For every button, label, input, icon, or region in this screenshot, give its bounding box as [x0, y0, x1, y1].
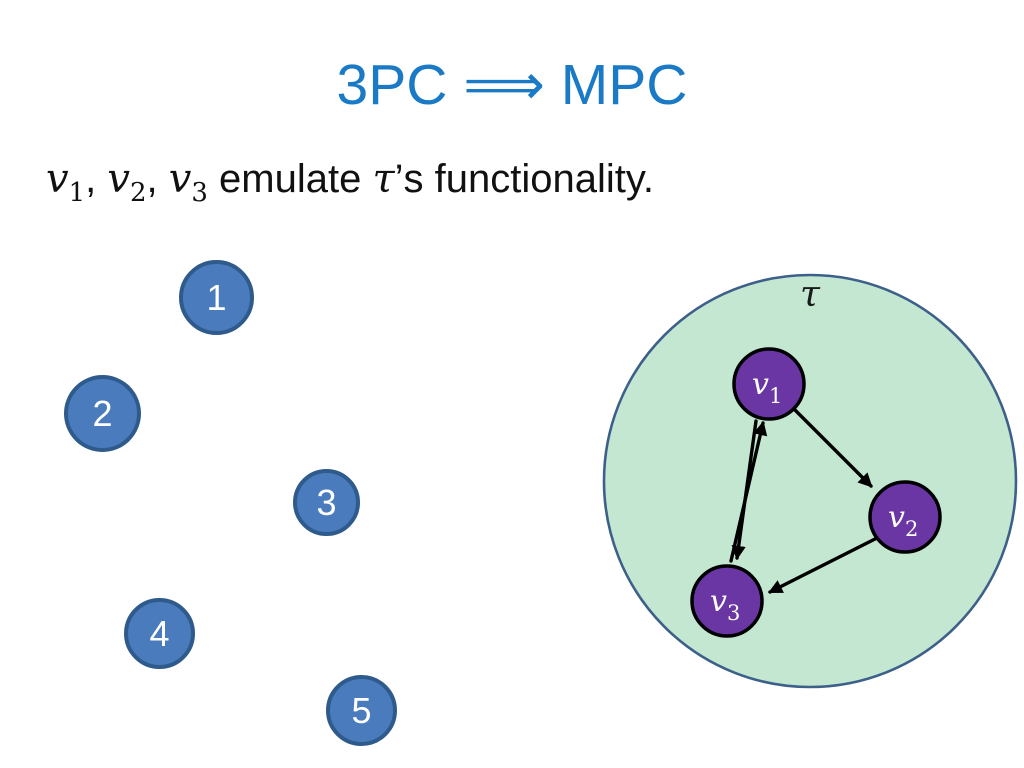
subtitle-sep2: , — [146, 157, 169, 201]
mpc-node-v2-label: v2 — [888, 500, 918, 541]
math-v3-sub: 3 — [191, 178, 208, 208]
slide-title: 3PC ⟹ MPC — [336, 53, 688, 117]
mpc-node-v1-label: v1 — [752, 367, 782, 408]
party-node-5: 5 — [326, 675, 397, 746]
math-v3: v3 — [168, 156, 208, 206]
math-v2-base: v — [107, 156, 130, 202]
edge-v2-to-v3 — [768, 537, 877, 594]
mpc-node-v3-label: v3 — [710, 584, 740, 625]
party-node-4: 4 — [124, 598, 195, 669]
edge-v1-to-v3 — [731, 419, 758, 561]
party-label-5: 5 — [351, 689, 372, 731]
party-node-2: 2 — [64, 375, 141, 452]
math-tau: τ — [372, 156, 395, 202]
math-v3-base: v — [168, 156, 192, 202]
party-label-1: 1 — [206, 276, 227, 318]
subtitle-middle: emulate — [207, 157, 373, 201]
party-node-1: 1 — [179, 260, 254, 335]
math-v1: v1 — [46, 156, 85, 206]
mpc-node-v1-circle — [732, 347, 806, 421]
math-v1-sub: 1 — [68, 178, 86, 208]
math-v2: v2 — [107, 156, 146, 206]
tau-region — [602, 273, 1018, 689]
subtitle-sep1: , — [85, 157, 108, 201]
mpc-node-v3-circle — [690, 564, 764, 638]
party-label-3: 3 — [316, 481, 337, 523]
mpc-node-v3: v3 — [690, 564, 764, 638]
mpc-node-v2: v2 — [868, 480, 942, 554]
party-label-4: 4 — [149, 612, 170, 654]
edge-v1-to-v2 — [792, 407, 873, 488]
subtitle-end: ’s functionality. — [394, 157, 654, 201]
party-label-2: 2 — [92, 392, 113, 434]
mpc-edges — [729, 407, 877, 594]
subtitle: v1, v2, v3 emulate τ’s functionality. — [46, 156, 654, 206]
tau-label: τ — [800, 274, 821, 315]
mpc-node-v2-circle — [868, 480, 942, 554]
math-v2-sub: 2 — [130, 178, 147, 208]
math-v1-base: v — [46, 156, 69, 202]
party-node-3: 3 — [293, 469, 360, 536]
mpc-node-v1: v1 — [732, 347, 806, 421]
